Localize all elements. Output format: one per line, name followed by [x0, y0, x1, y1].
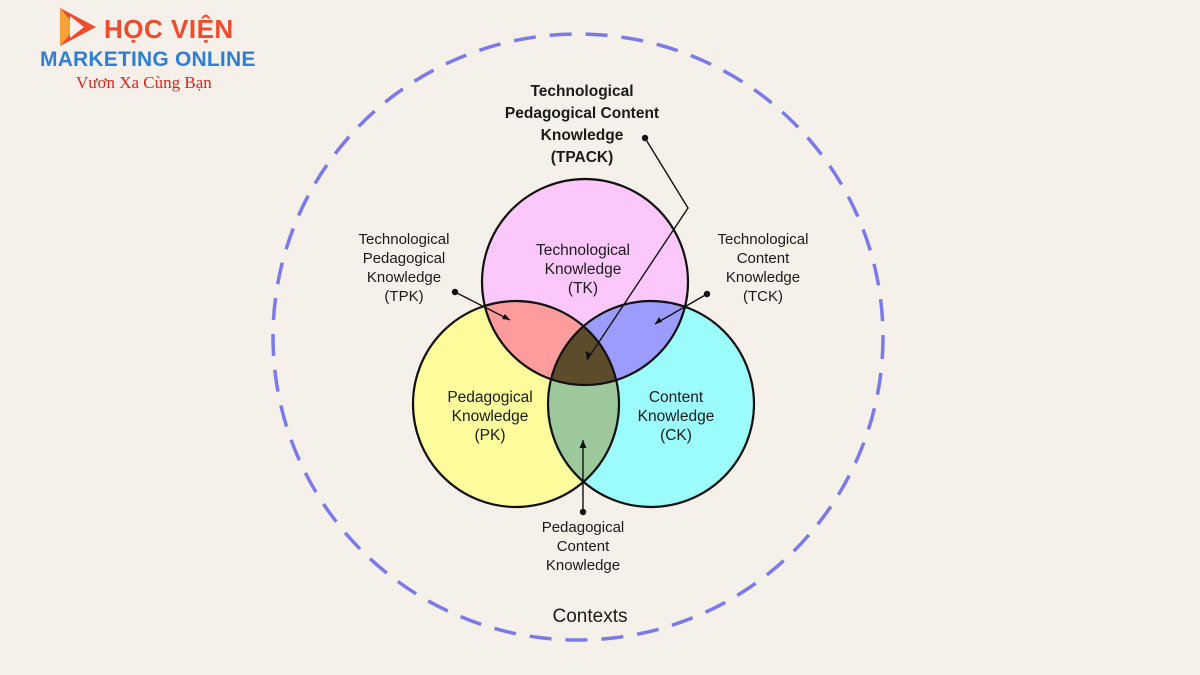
tpack-label: Technological Pedagogical Content Knowle…: [505, 83, 659, 166]
tpk-label: Technological Pedagogical Knowledge (TPK…: [359, 231, 450, 305]
svg-text:Knowledge: Knowledge: [541, 127, 624, 144]
svg-text:(TPACK): (TPACK): [551, 149, 614, 166]
svg-text:Knowledge: Knowledge: [452, 408, 529, 425]
svg-text:(TCK): (TCK): [743, 288, 783, 305]
svg-text:Content: Content: [557, 538, 610, 555]
tck-label: Technological Content Knowledge (TCK): [718, 231, 809, 305]
contexts-circle: [271, 32, 885, 642]
logo-middle-text: MARKETING ONLINE: [40, 48, 256, 71]
tpack-region: [548, 301, 619, 385]
svg-text:Pedagogical: Pedagogical: [447, 389, 532, 406]
svg-text:Pedagogical: Pedagogical: [363, 250, 446, 267]
svg-text:Knowledge: Knowledge: [726, 269, 800, 286]
svg-text:Knowledge: Knowledge: [545, 261, 622, 278]
svg-text:Content: Content: [737, 250, 790, 267]
pk-label: Pedagogical Knowledge (PK): [447, 389, 532, 444]
logo-top-text: HỌC VIỆN: [104, 14, 234, 44]
pointer-lines: [454, 137, 708, 512]
brand-logo: HỌC VIỆN MARKETING ONLINE Vươn Xa Cùng B…: [40, 0, 270, 95]
svg-text:Knowledge: Knowledge: [367, 269, 441, 286]
svg-text:(CK): (CK): [660, 427, 692, 444]
svg-text:Technological: Technological: [359, 231, 450, 248]
play-logo-icon: [60, 8, 96, 46]
svg-text:Knowledge: Knowledge: [546, 557, 620, 574]
svg-text:(TK): (TK): [568, 280, 598, 297]
svg-text:Technological: Technological: [530, 83, 633, 100]
logo-tagline: Vươn Xa Cùng Bạn: [76, 73, 212, 92]
ck-label: Content Knowledge (CK): [638, 389, 715, 444]
svg-text:Knowledge: Knowledge: [638, 408, 715, 425]
svg-text:Technological: Technological: [718, 231, 809, 248]
svg-text:Technological: Technological: [536, 242, 630, 259]
svg-text:Pedagogical Content: Pedagogical Content: [505, 105, 659, 122]
pck-label: Pedagogical Content Knowledge: [542, 519, 625, 574]
contexts-label: Contexts: [553, 606, 628, 627]
svg-text:Pedagogical: Pedagogical: [542, 519, 625, 536]
svg-text:Content: Content: [649, 389, 704, 406]
svg-text:(TPK): (TPK): [384, 288, 423, 305]
svg-text:(PK): (PK): [475, 427, 506, 444]
tk-label: Technological Knowledge (TK): [536, 242, 630, 297]
